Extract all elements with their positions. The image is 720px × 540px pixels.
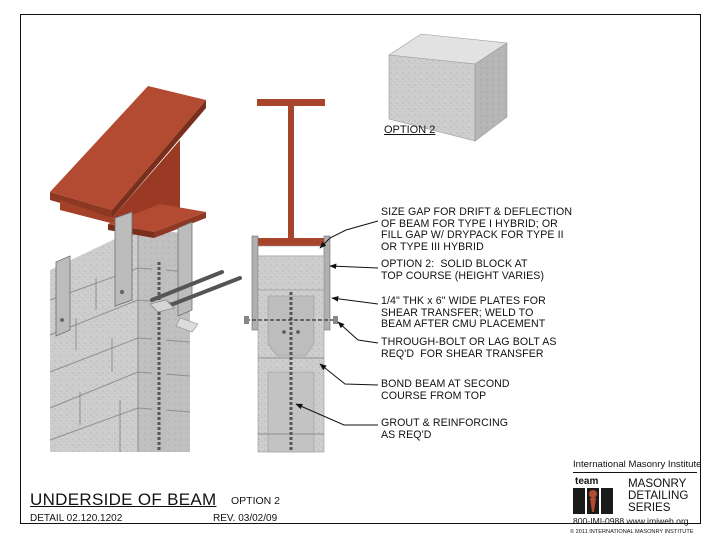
detail-title: UNDERSIDE OF BEAM (30, 490, 217, 509)
series-name: MASONRY DETAILING SERIES (628, 477, 689, 514)
option2-block (388, 33, 508, 142)
note-bolt: THROUGH-BOLT OR LAG BOLT AS REQ'D FOR SH… (381, 336, 557, 360)
leader-lines (295, 220, 379, 426)
copyright: © 2011 INTERNATIONAL MASONRY INSTITUTE (570, 529, 694, 535)
note-bond-beam: BOND BEAM AT SECOND COURSE FROM TOP (381, 378, 510, 402)
section-beam-top-flange (257, 99, 325, 106)
shear-plate-far (55, 255, 71, 337)
imi-contact: 800-IMI-0988 www.imiweb.org (573, 516, 689, 526)
solid-block (257, 255, 325, 291)
note-plates: 1/4" THK x 6" WIDE PLATES FOR SHEAR TRAN… (381, 295, 546, 331)
section-view (244, 99, 338, 453)
beam-bottom-flange (108, 204, 206, 232)
imi-divider (573, 472, 697, 473)
horizontal-bars (150, 270, 242, 308)
team-logo-text: team (575, 476, 599, 487)
section-beam-web (288, 106, 294, 238)
note-solid-block: OPTION 2: SOLID BLOCK AT TOP COURSE (HEI… (381, 258, 545, 282)
option-label: OPTION 2 (384, 124, 436, 136)
gap (256, 245, 326, 257)
team-logo-icon (573, 488, 613, 514)
note-gap: SIZE GAP FOR DRIFT & DEFLECTION OF BEAM … (381, 206, 573, 253)
shear-plate-right (177, 221, 193, 317)
detail-number: DETAIL 02.120.1202 (30, 513, 123, 524)
shear-plate-left (114, 211, 133, 307)
imi-name: International Masonry Institute (573, 459, 702, 470)
beam-top-flange (50, 86, 206, 210)
revision-date: REV. 03/02/09 (213, 513, 278, 524)
section-plate-right (323, 235, 331, 331)
section-beam-bottom-flange (257, 238, 325, 246)
section-plate-left (251, 235, 259, 331)
note-grout: GROUT & REINFORCING AS REQ'D (381, 417, 509, 441)
drawing-frame (20, 14, 701, 524)
detail-subtitle: OPTION 2 (231, 495, 281, 507)
isometric-view (49, 86, 242, 452)
beam-web (112, 140, 180, 222)
